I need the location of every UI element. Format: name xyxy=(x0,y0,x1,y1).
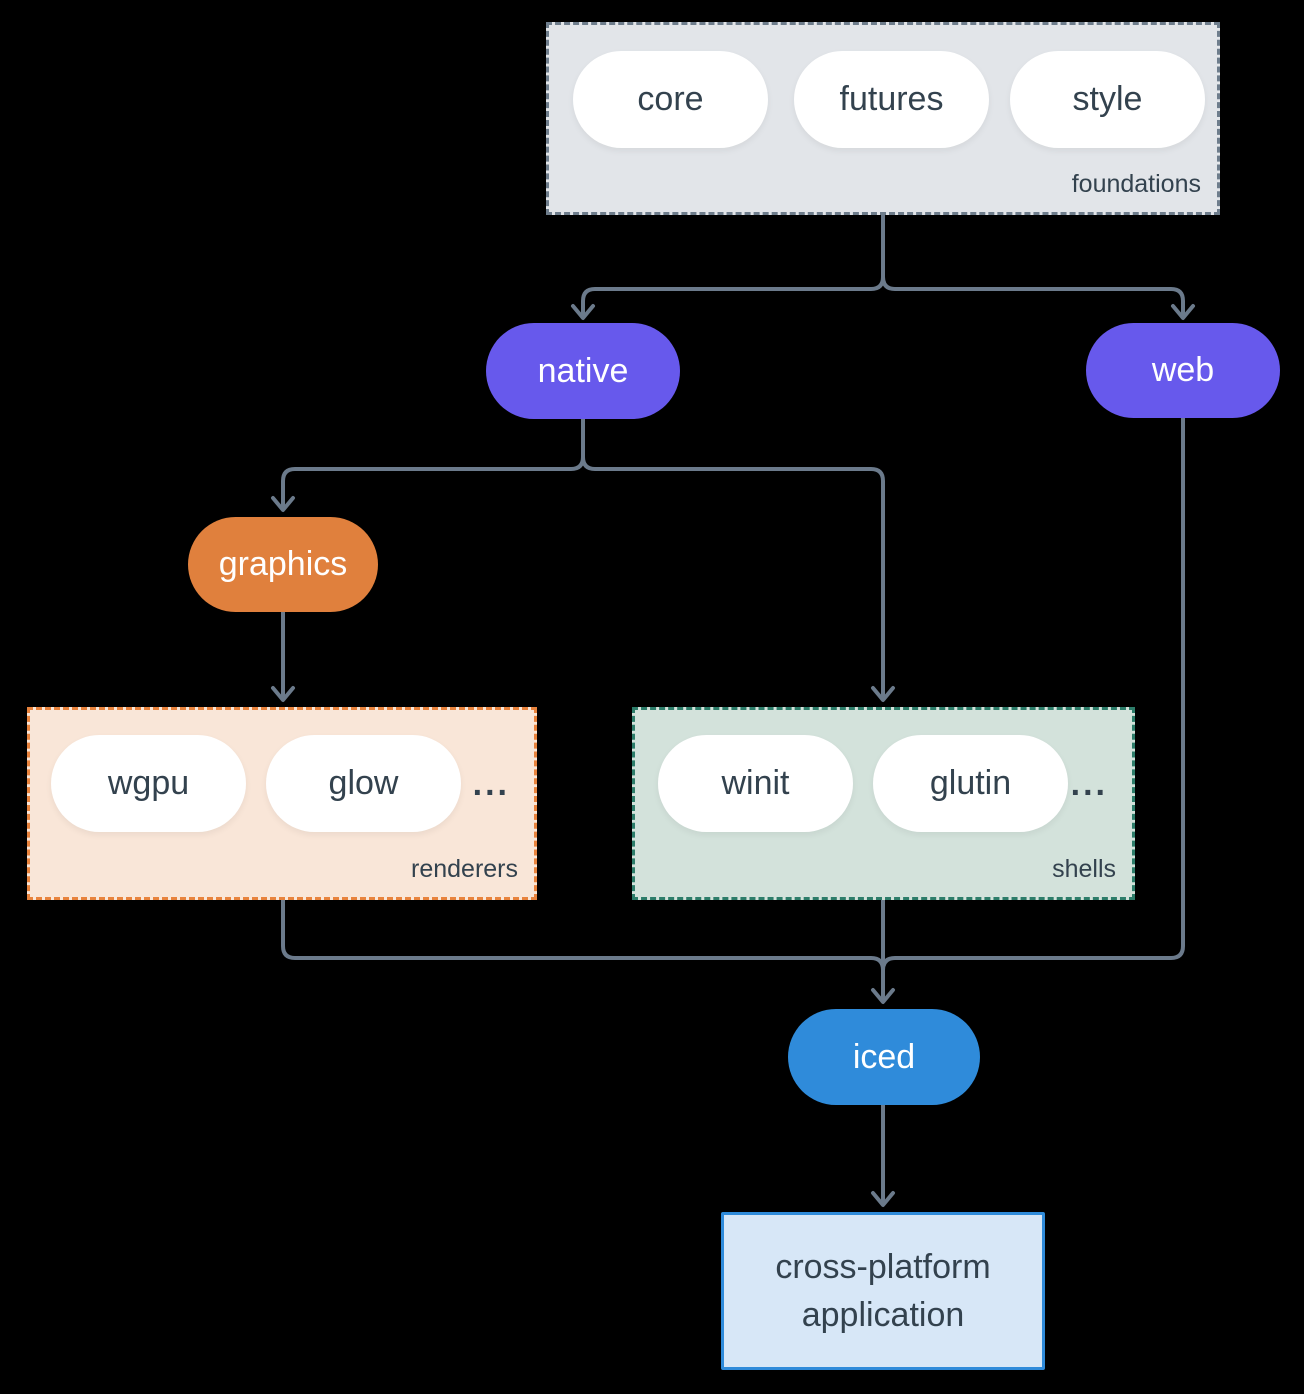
node-web: web xyxy=(1086,323,1280,418)
group-label-shells: shells xyxy=(1052,855,1116,883)
group-foundations: core futures style foundations xyxy=(546,22,1220,215)
group-label-renderers: renderers xyxy=(411,855,518,883)
node-wgpu: wgpu xyxy=(51,735,246,832)
node-glow: glow xyxy=(266,735,461,832)
node-winit: winit xyxy=(658,735,853,832)
application-label-line2: application xyxy=(801,1296,965,1334)
group-shells: winit glutin ... shells xyxy=(632,707,1135,900)
node-glutin: glutin xyxy=(873,735,1068,832)
arrow-foundations-to-web xyxy=(881,210,1195,320)
group-label-foundations: foundations xyxy=(1071,170,1201,198)
node-native: native xyxy=(486,323,680,419)
node-futures: futures xyxy=(794,51,989,148)
node-graphics: graphics xyxy=(188,517,378,612)
ellipsis-renderers: ... xyxy=(472,764,510,803)
application-label-line1: cross-platform xyxy=(775,1248,991,1286)
node-style: style xyxy=(1010,51,1205,148)
ellipsis-shells: ... xyxy=(1070,764,1108,803)
arrow-native-to-shells xyxy=(581,415,895,702)
wire-renderers-to-merge xyxy=(281,895,885,980)
node-core: core xyxy=(573,51,768,148)
group-renderers: wgpu glow ... renderers xyxy=(27,707,537,900)
node-iced: iced xyxy=(788,1009,980,1105)
arrow-foundations-to-native xyxy=(571,210,885,320)
arrow-native-to-graphics xyxy=(271,415,585,512)
node-cross-platform-application: cross-platform application xyxy=(721,1212,1045,1370)
